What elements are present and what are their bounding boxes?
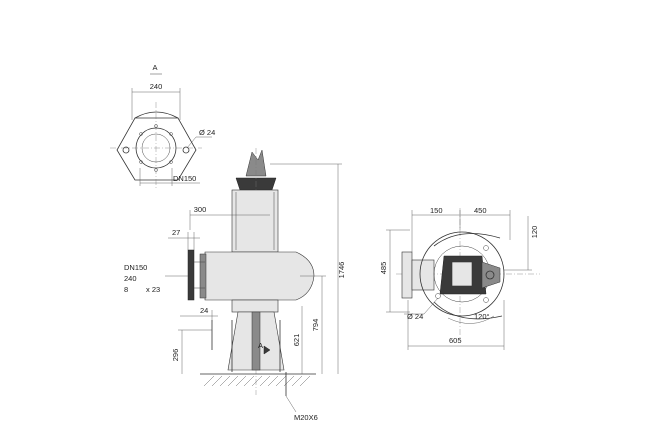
dim-120-vertical: 120	[530, 226, 539, 239]
dim-phi24-plan: Ø 24	[407, 312, 423, 321]
dim-phi24-top: Ø 24	[199, 128, 215, 137]
dim-296: 296	[171, 349, 180, 362]
dim-485: 485	[379, 262, 388, 275]
flange-8: 8	[124, 285, 128, 294]
side-elevation: 300 27 DN150 240 8 x 23 24 A	[124, 148, 346, 422]
dim-m20x6: M20X6	[294, 413, 318, 422]
dim-240-top: 240	[150, 82, 163, 91]
dim-24-side: 24	[200, 306, 208, 315]
dim-120-angle: 120°	[474, 312, 490, 321]
dim-1746: 1746	[337, 262, 346, 279]
plan-view: 150 450 120 485 Ø 24 120° 605	[379, 206, 540, 350]
view-a-label-bottom: A	[258, 341, 263, 350]
dim-dn150-top: DN150	[173, 174, 196, 183]
dim-621: 621	[292, 334, 301, 347]
dim-794: 794	[311, 319, 320, 332]
flange-x23: x 23	[146, 285, 160, 294]
dim-300: 300	[194, 205, 207, 214]
dim-27: 27	[172, 228, 180, 237]
flange-dn: DN150	[124, 263, 147, 272]
view-a-label-top: A	[152, 63, 157, 72]
dim-150: 150	[430, 206, 443, 215]
flange-240: 240	[124, 274, 137, 283]
dim-605: 605	[449, 336, 462, 345]
view-a-base-plate: A 240 Ø 24 DN150	[110, 63, 215, 188]
dim-450: 450	[474, 206, 487, 215]
